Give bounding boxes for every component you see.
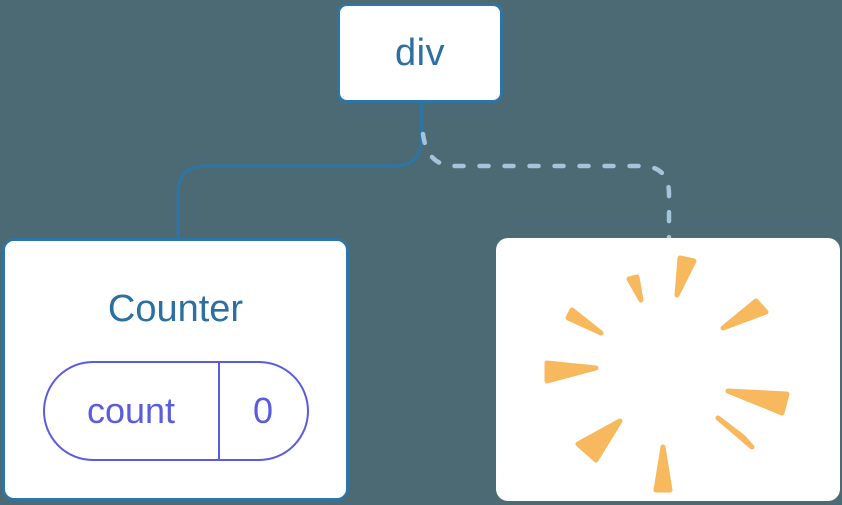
node-removed — [496, 238, 840, 501]
state-pill: count 0 — [42, 361, 309, 461]
node-div: div — [337, 3, 503, 103]
node-counter: Counter count 0 — [2, 238, 349, 501]
counter-title: Counter — [107, 288, 244, 330]
state-pill-key: count — [86, 390, 176, 431]
state-pill-value: 0 — [217, 363, 307, 459]
poof-starburst-icon — [544, 255, 790, 493]
node-div-label: div — [394, 31, 446, 74]
dashed-connector-to-removed — [420, 131, 672, 243]
poof-rays — [544, 255, 790, 493]
solid-connector-to-counter — [176, 103, 423, 238]
